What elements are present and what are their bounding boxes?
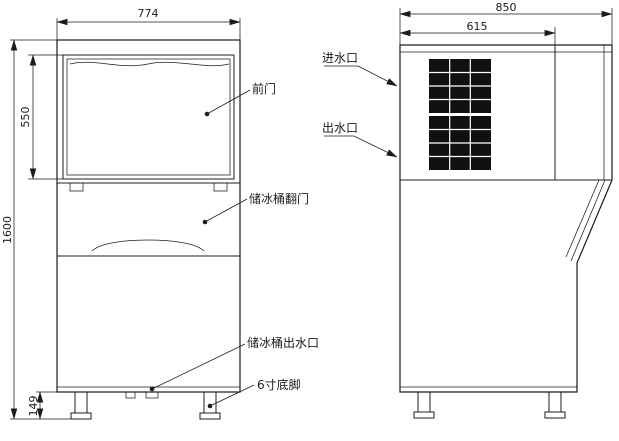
front-view: 774 550 1600 149 前门 <box>1 7 319 420</box>
front-body-outline <box>56 39 241 393</box>
callout-water-outlet: 出水口 <box>322 121 398 158</box>
door-sheen-curve <box>69 61 230 67</box>
dim-foot-height: 149 <box>27 391 57 420</box>
grille-horizontal-lines <box>429 71 491 158</box>
leader-line <box>204 198 248 223</box>
dim-door-height: 550 <box>19 54 63 180</box>
bin-flip-door-label: 储冰桶翻门 <box>249 191 309 206</box>
side-foot-left <box>413 411 435 419</box>
dim-total-height: 1600 <box>1 39 71 420</box>
callout-feet: 6寸底脚 <box>207 377 301 409</box>
top-depth-value: 615 <box>467 20 488 33</box>
callout-bin-flip-door: 储冰桶翻门 <box>202 191 309 225</box>
leader-arrow <box>324 65 398 87</box>
bin-drain-label: 储冰桶出水口 <box>247 335 319 350</box>
water-inlet-label: 进水口 <box>322 51 358 65</box>
foot-height-value: 149 <box>27 396 40 417</box>
side-leg-right <box>548 391 562 413</box>
condenser-grille <box>429 59 491 170</box>
total-height-value: 1600 <box>1 216 14 244</box>
callout-water-inlet: 进水口 <box>322 51 398 87</box>
callout-bin-drain: 储冰桶出水口 <box>149 335 319 392</box>
door-height-value: 550 <box>19 107 32 128</box>
front-foot-right <box>199 412 221 420</box>
front-door-panel-inner <box>66 58 231 176</box>
side-foot-right <box>544 411 566 419</box>
leader-dot <box>204 111 210 117</box>
front-width-value: 774 <box>138 7 159 20</box>
leader-dot <box>149 386 155 392</box>
flip-door-handle-curve <box>91 239 205 252</box>
hinge-block-left <box>69 182 84 192</box>
feet-label: 6寸底脚 <box>257 377 301 392</box>
dim-front-width: 774 <box>56 7 241 40</box>
leader-line <box>151 343 246 390</box>
hinge-block-right <box>213 182 228 192</box>
leader-arrow <box>324 135 398 158</box>
slope-inner-line-2 <box>565 179 600 258</box>
front-door-label: 前门 <box>252 81 276 96</box>
front-leg-left <box>74 391 88 414</box>
leader-dot <box>207 403 213 409</box>
total-depth-value: 850 <box>496 1 517 14</box>
side-leg-left <box>417 391 431 413</box>
water-outlet-label: 出水口 <box>322 121 358 135</box>
callout-front-door: 前门 <box>204 81 276 117</box>
dim-top-depth: 615 <box>399 20 556 45</box>
side-view: 850 615 进水口 出水口 <box>322 1 613 419</box>
leader-line <box>209 384 255 407</box>
slope-inner-line-1 <box>570 179 606 262</box>
front-leg-right <box>203 391 217 414</box>
leader-line <box>206 89 251 115</box>
front-foot-left <box>70 412 92 420</box>
dim-total-depth: 850 <box>399 1 613 45</box>
drain-outlet <box>145 391 159 399</box>
front-door-panel-outer <box>62 54 235 180</box>
drain-fitting <box>125 391 136 399</box>
leader-dot <box>202 219 208 225</box>
